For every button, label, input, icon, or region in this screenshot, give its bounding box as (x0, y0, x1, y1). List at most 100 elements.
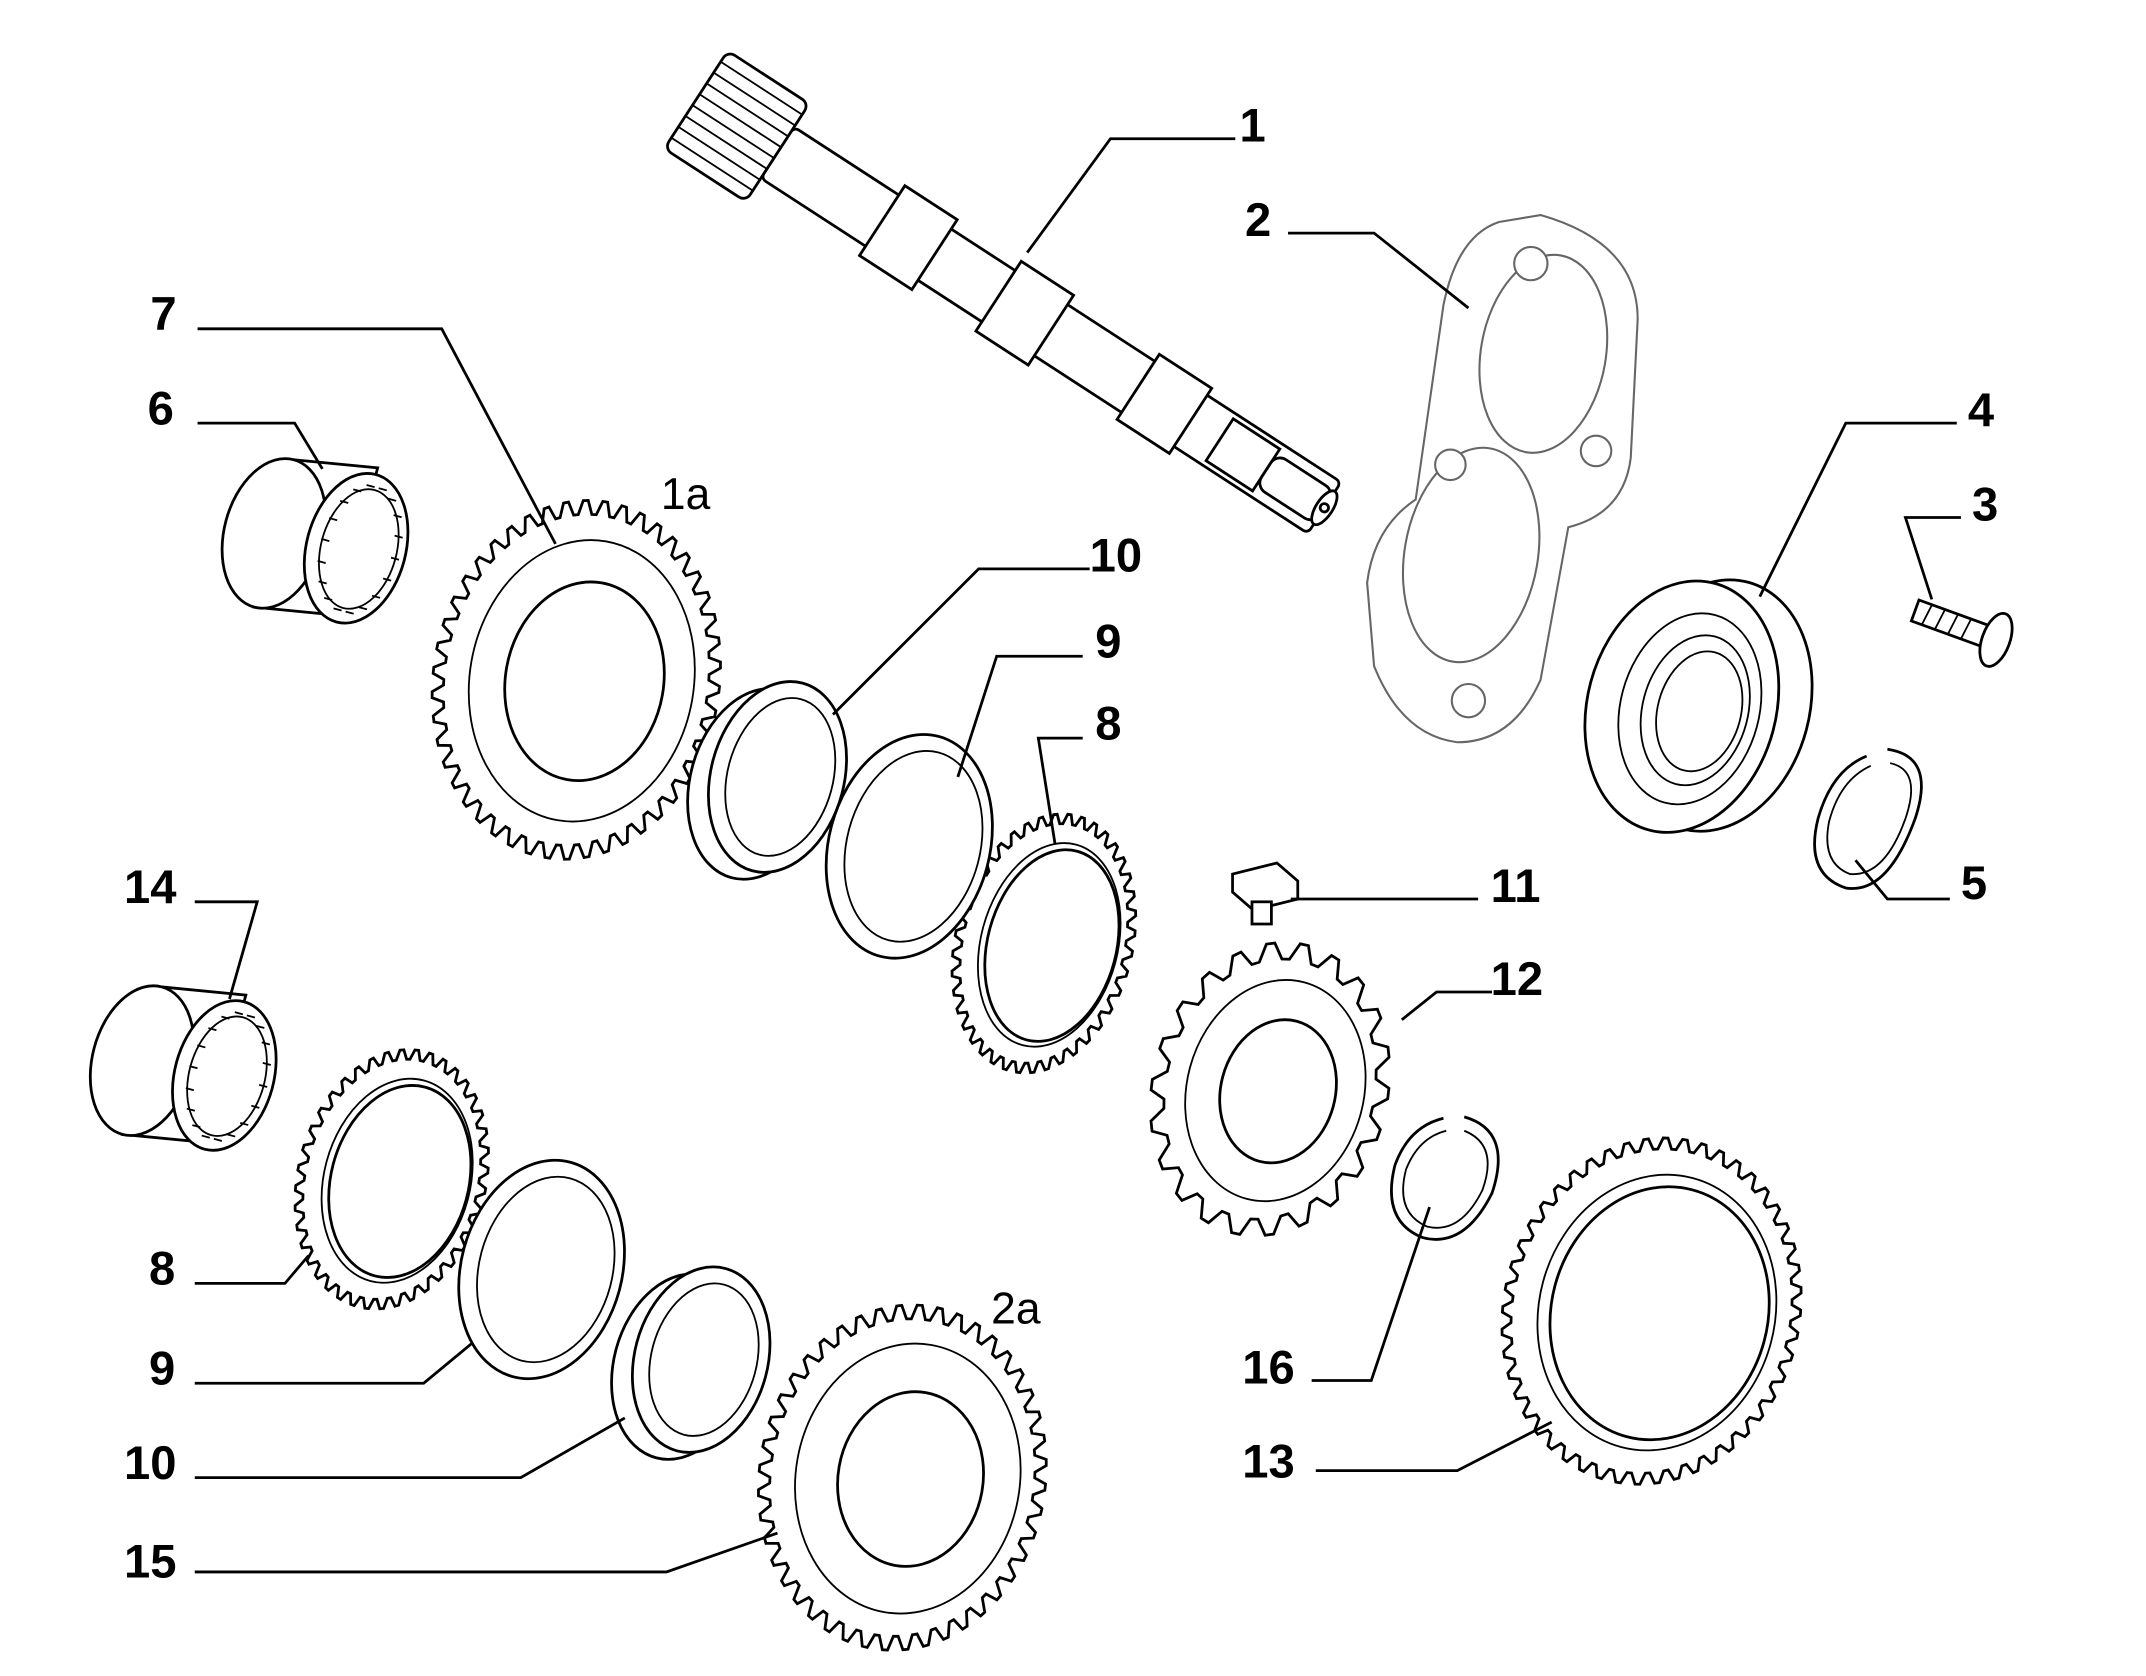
needle-roller (352, 488, 362, 493)
callout-9-upper: 9 (1095, 615, 1121, 668)
gear-bore (327, 1084, 473, 1279)
callout-8-lower: 8 (149, 1242, 175, 1295)
gear-bore (1548, 1185, 1771, 1442)
needle-roller (197, 1044, 206, 1049)
needle-roller (261, 1041, 271, 1046)
needle-roller (186, 1107, 196, 1112)
needle-roller (246, 1014, 256, 1019)
needle-roller (213, 1137, 223, 1142)
callout-3: 3 (1972, 477, 1998, 530)
part-9-cone-lower (457, 1158, 626, 1381)
callout-4: 4 (1968, 383, 1994, 436)
callout-2a: 2a (991, 1285, 1041, 1334)
needle-roller (339, 499, 349, 504)
part-8-synchro-ring-upper (950, 812, 1138, 1075)
callout-7: 7 (150, 287, 176, 340)
spline-tooth (684, 115, 768, 170)
needle-roller (345, 610, 354, 615)
part-4-ball-bearing (1583, 578, 1814, 834)
needle-roller (221, 1015, 230, 1020)
callout-1: 1 (1239, 99, 1265, 152)
needle-roller (234, 1011, 244, 1016)
gear-face (467, 539, 696, 823)
callout-labels: 1 2 7 6 1a 10 9 8 4 3 11 5 12 14 8 2a 9 … (124, 99, 1998, 1588)
gear-bore (983, 848, 1121, 1043)
needle-roller (251, 1104, 260, 1109)
needle-roller (201, 1134, 211, 1139)
needle-roller (390, 556, 400, 561)
spline-tooth (713, 71, 796, 127)
needle-roller (189, 1065, 198, 1070)
callout-1a: 1a (661, 470, 711, 519)
needle-roller (393, 514, 402, 519)
cage-end (302, 472, 410, 625)
needle-roller (321, 538, 330, 542)
callout-6: 6 (148, 382, 174, 435)
needle-roller (192, 1124, 201, 1129)
part-16-circlip (1390, 1115, 1500, 1241)
spline-tooth (720, 60, 803, 116)
callout-13: 13 (1242, 1435, 1294, 1488)
part-5-snap-ring (1813, 747, 1923, 890)
part-10-outer-cone-lower (610, 1265, 772, 1461)
needle-roller (378, 487, 387, 492)
gear-face (794, 1342, 1022, 1615)
callout-9-lower: 9 (149, 1342, 175, 1395)
needle-roller (387, 497, 397, 502)
needle-roller (358, 606, 368, 611)
part-14-needle-bearing (88, 984, 278, 1152)
spline-tooth (677, 126, 761, 181)
spline-tooth (699, 93, 782, 148)
part-9-cone-upper (824, 733, 994, 960)
callout-10-lower: 10 (124, 1436, 176, 1489)
needle-roller (371, 594, 381, 599)
callout-2: 2 (1245, 193, 1271, 246)
leader-lines (194, 137, 1961, 1574)
cage-end (171, 999, 278, 1152)
callout-5: 5 (1961, 856, 1987, 909)
needle-roller (262, 1061, 272, 1066)
needle-roller (382, 577, 392, 582)
gear-bore (503, 580, 666, 782)
spline-tooth (706, 82, 789, 138)
part-8-synchro-ring-lower (293, 1048, 490, 1311)
spline-tooth (670, 136, 754, 192)
gear-face (320, 1077, 474, 1284)
callout-15: 15 (124, 1534, 176, 1587)
needle-roller (328, 517, 338, 522)
needle-roller (366, 484, 375, 488)
callout-11: 11 (1491, 859, 1541, 912)
needle-roller (394, 534, 403, 539)
part-12-synchro-hub (1149, 941, 1391, 1237)
part-11-shift-key (1231, 861, 1300, 926)
part-6-needle-bearing (220, 457, 410, 625)
callout-14: 14 (124, 860, 176, 913)
needle-roller (208, 1027, 217, 1032)
gear-face (1536, 1173, 1778, 1452)
needle-roller (333, 607, 342, 612)
gear-bore (1218, 1018, 1338, 1165)
gear-bore (836, 1390, 985, 1568)
part-7-gear (430, 499, 722, 861)
needle-roller (185, 1087, 195, 1092)
part-10-outer-cone-upper (686, 680, 848, 881)
part-1-main-shaft (666, 52, 1341, 533)
needle-roller (317, 560, 326, 564)
callout-8-upper: 8 (1095, 696, 1121, 749)
spline-tooth (692, 104, 775, 159)
needle-roller (239, 1122, 249, 1126)
part-3-screw (1909, 598, 2014, 668)
part-13-sliding-sleeve (1500, 1136, 1803, 1486)
callout-10-upper: 10 (1090, 529, 1142, 582)
needle-roller (318, 580, 327, 585)
gear-face (1184, 979, 1367, 1203)
needle-roller (256, 1025, 265, 1029)
needle-roller (226, 1133, 236, 1138)
needle-roller (258, 1083, 268, 1088)
callout-12: 12 (1491, 952, 1543, 1005)
callout-16: 16 (1242, 1340, 1294, 1393)
part-2-bearing-plate (1366, 213, 1639, 744)
part-15-gear (757, 1303, 1048, 1652)
